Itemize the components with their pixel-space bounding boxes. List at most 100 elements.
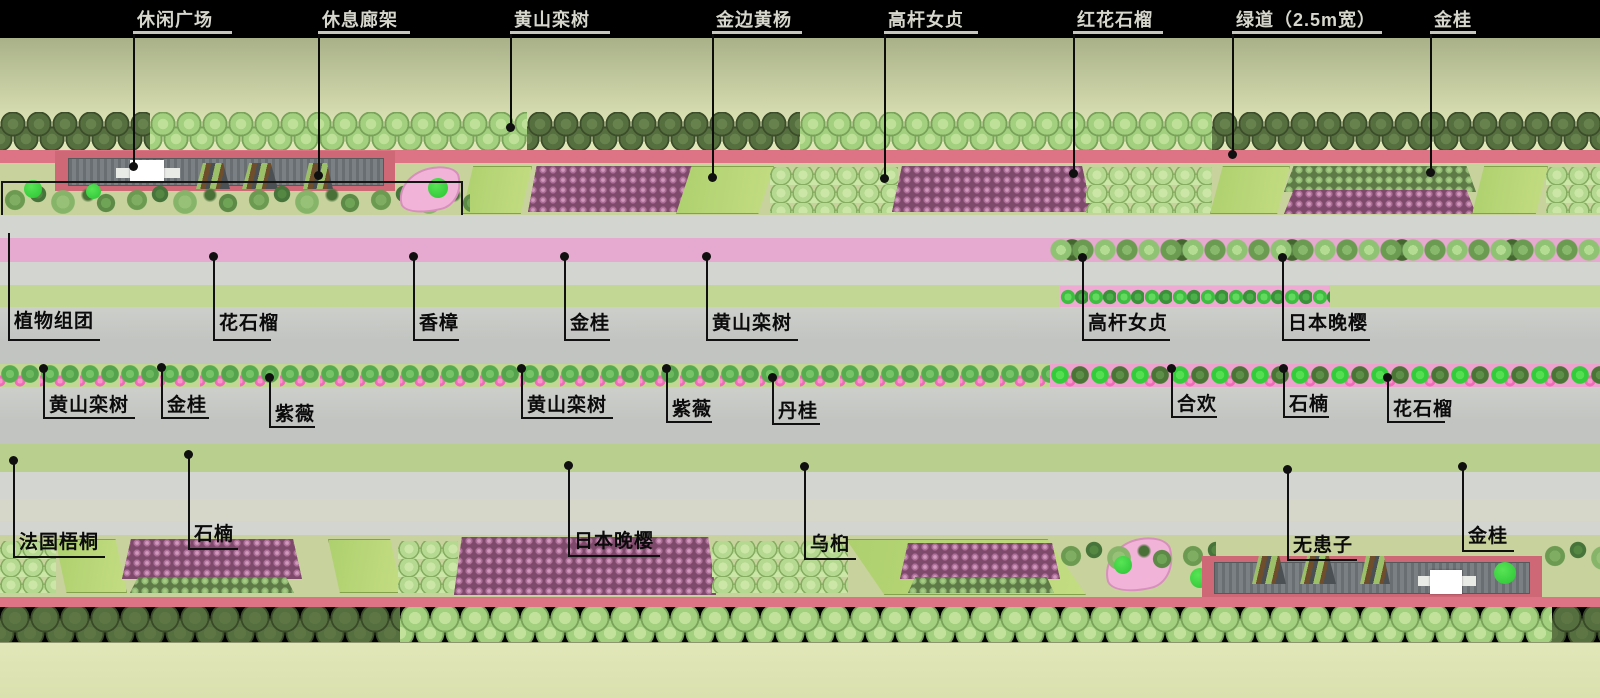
leader-underline — [706, 339, 798, 341]
callout-underline — [1232, 31, 1382, 34]
privet-ball-cluster — [398, 541, 458, 593]
leader-dot — [265, 373, 274, 382]
leader-line — [712, 34, 714, 175]
leader-dot — [1078, 253, 1087, 262]
tree-row-hedge-dark — [0, 607, 400, 643]
leader-underline — [413, 339, 459, 341]
walkway — [0, 262, 1600, 285]
leader-line — [13, 461, 15, 558]
tree-row-hedge-light — [800, 112, 1212, 150]
leader-dot — [1426, 168, 1435, 177]
lawn-block — [462, 166, 532, 214]
privet-ball-cluster — [1086, 167, 1212, 213]
accent-shrub — [1114, 556, 1132, 574]
leader-dot — [157, 363, 166, 372]
callout-underline — [1073, 31, 1163, 34]
lawn-block — [328, 539, 402, 593]
leader-line — [161, 368, 163, 419]
leader-underline — [1082, 339, 1170, 341]
leader-line — [213, 257, 215, 341]
tree-row-hedge-dark — [0, 112, 150, 150]
leader-dot — [768, 373, 777, 382]
leader-line — [188, 455, 190, 550]
leader-underline — [564, 339, 610, 341]
leader-dot — [1228, 150, 1237, 159]
leader-underline — [1462, 550, 1514, 552]
plaza-step — [116, 168, 130, 178]
callout-label: 黄山栾树 — [514, 10, 590, 30]
leader-dot — [39, 364, 48, 373]
leader-dot — [564, 461, 573, 470]
callout-label: 高杆女贞 — [1088, 313, 1169, 334]
leader-underline — [8, 339, 100, 341]
callout-label: 紫薇 — [275, 404, 316, 425]
privet-ball-cluster — [712, 541, 848, 593]
callout-label: 花石榴 — [219, 313, 280, 334]
walkway — [0, 215, 1600, 238]
callout-label: 无患子 — [1293, 535, 1354, 556]
callout-label: 石楠 — [194, 524, 235, 545]
leader-line — [1232, 34, 1234, 152]
callout-label: 黄山栾树 — [712, 313, 793, 334]
leader-dot — [209, 252, 218, 261]
pergola — [1360, 556, 1390, 584]
accent-shrub — [1494, 562, 1516, 584]
leader-dot — [314, 171, 323, 180]
leader-line — [8, 233, 10, 341]
leader-line — [804, 467, 806, 560]
callout-label: 石楠 — [1289, 394, 1330, 415]
shrub-grouping — [1540, 539, 1600, 579]
leader-underline — [666, 421, 712, 423]
leader-dot — [708, 173, 717, 182]
leader-underline — [804, 558, 856, 560]
street-tree-row — [1050, 364, 1600, 387]
lawn-block — [55, 539, 127, 593]
tree-row-hedge-dark — [527, 112, 800, 150]
leader-dot — [702, 252, 711, 261]
callout-label: 紫薇 — [672, 399, 713, 420]
leader-line — [510, 34, 512, 125]
lawn-block — [1472, 166, 1548, 214]
leader-dot — [409, 252, 418, 261]
leader-dot — [1383, 373, 1392, 382]
leader-dot — [1069, 169, 1078, 178]
leader-line — [666, 369, 668, 423]
leader-dot — [506, 123, 515, 132]
osmanthus-mass — [1284, 166, 1476, 192]
tree-row-hedge-light — [400, 607, 1552, 643]
leader-line — [1171, 369, 1173, 418]
callout-label: 绿道（2.5m宽） — [1236, 10, 1377, 30]
lawn-block — [676, 166, 774, 214]
street-tree-row — [0, 499, 1600, 521]
leader-line — [564, 257, 566, 341]
privet-ball-cluster — [0, 541, 56, 593]
leader-dot — [662, 364, 671, 373]
callout-label: 黄山栾树 — [527, 395, 608, 416]
leader-underline — [13, 556, 105, 558]
accent-shrub — [24, 180, 42, 198]
bottom-lawn — [0, 643, 1600, 698]
leader-line — [413, 257, 415, 341]
leader-line — [772, 378, 774, 425]
callout-label: 金桂 — [570, 313, 611, 334]
callout-underline — [1430, 31, 1476, 34]
leader-underline — [1283, 416, 1329, 418]
leader-dot — [184, 450, 193, 459]
callout-underline — [712, 31, 802, 34]
leader-line — [318, 34, 320, 173]
leader-line — [706, 257, 708, 341]
callout-label: 金桂 — [167, 395, 208, 416]
callout-label: 日本晚樱 — [574, 531, 655, 552]
leader-line — [1282, 258, 1284, 341]
callout-label: 金边黄杨 — [716, 10, 792, 30]
leader-dot — [800, 462, 809, 471]
tree-row-hedge-light — [150, 112, 527, 150]
leader-dot — [1458, 462, 1467, 471]
accent-shrub — [428, 178, 448, 198]
flower-mass-pomegranate — [892, 166, 1092, 212]
callout-label: 合欢 — [1177, 394, 1218, 415]
callout-underline — [510, 31, 610, 34]
leader-line — [521, 369, 523, 419]
leader-underline — [269, 426, 315, 428]
privet-ball-cluster — [1546, 167, 1600, 213]
